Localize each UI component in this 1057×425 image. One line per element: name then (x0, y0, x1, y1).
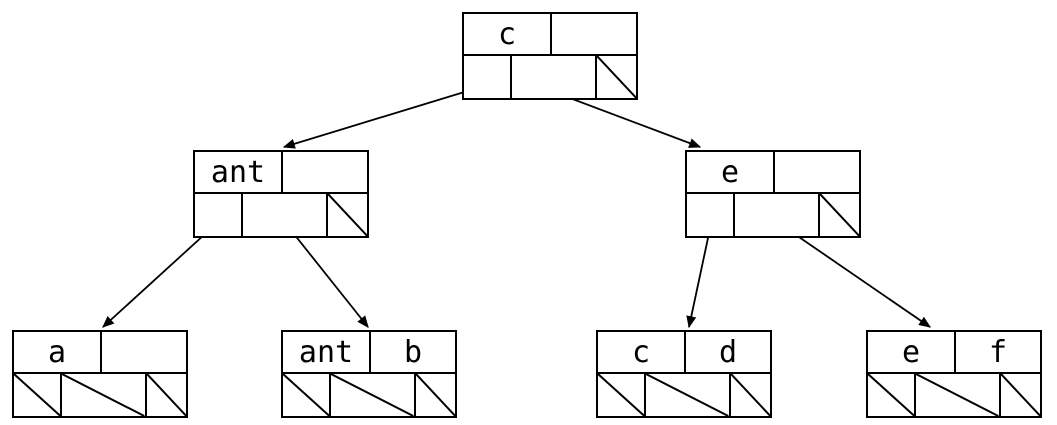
node-leaf3-key-1: c (631, 334, 651, 370)
node-leaf4-pointer-2 (914, 374, 998, 416)
nil-slash-icon (731, 374, 770, 416)
node-leaf1-key-2 (100, 332, 186, 372)
node-leaf1: a (12, 330, 188, 418)
node-right-pointer-3 (817, 194, 859, 236)
nil-slash-icon (416, 374, 455, 416)
nil-slash-icon (868, 374, 914, 416)
node-leaf2-pointer-1 (283, 374, 329, 416)
node-leaf1-pointer-2 (60, 374, 144, 416)
nil-slash-icon (62, 374, 144, 416)
node-root-pointer-3 (594, 56, 636, 98)
nil-slash-icon (597, 56, 636, 98)
node-leaf1-key-1: a (47, 334, 67, 370)
node-leaf2-pointer-2 (329, 374, 413, 416)
node-left-pointer-1 (195, 194, 241, 236)
node-leaf2-key-1: ant (298, 334, 354, 370)
node-leaf3-pointer-1 (598, 374, 644, 416)
node-left-key-2 (281, 152, 367, 192)
node-right-key-1: e (720, 154, 740, 190)
node-leaf1-pointer-3 (144, 374, 186, 416)
node-left-key-1: ant (210, 154, 266, 190)
node-left: ant (193, 150, 369, 238)
node-root-key-1: c (497, 16, 517, 52)
node-right-pointer-2 (733, 194, 817, 236)
node-leaf3-pointer-2 (644, 374, 728, 416)
nil-slash-icon (916, 374, 998, 416)
nil-slash-icon (646, 374, 728, 416)
node-leaf3: c d (596, 330, 772, 418)
edge-left-to-leaf1 (102, 223, 217, 328)
nil-slash-icon (331, 374, 413, 416)
edge-left-to-leaf2 (285, 223, 369, 328)
node-right: e (685, 150, 861, 238)
node-leaf3-pointer-3 (728, 374, 770, 416)
node-leaf2-pointer-3 (413, 374, 455, 416)
node-root: c (462, 12, 638, 100)
node-left-pointer-2 (241, 194, 325, 236)
node-root-pointer-1 (464, 56, 510, 98)
node-root-key-2 (550, 14, 636, 54)
node-root-pointer-2 (510, 56, 594, 98)
nil-slash-icon (14, 374, 60, 416)
node-leaf4-pointer-3 (998, 374, 1040, 416)
node-leaf4-key-2: f (954, 332, 1040, 372)
edge-root-to-left (282, 85, 485, 149)
nil-slash-icon (820, 194, 859, 236)
node-right-pointer-1 (687, 194, 733, 236)
nil-slash-icon (328, 194, 367, 236)
node-leaf2-key-2: b (369, 332, 455, 372)
nil-slash-icon (1001, 374, 1040, 416)
nil-slash-icon (598, 374, 644, 416)
edge-right-to-leaf3 (686, 223, 712, 329)
node-leaf1-pointer-1 (14, 374, 60, 416)
node-leaf4-key-1: e (901, 334, 921, 370)
node-leaf4: e f (866, 330, 1042, 418)
nil-slash-icon (283, 374, 329, 416)
node-right-key-2 (773, 152, 859, 192)
edge-right-to-leaf4 (779, 223, 931, 328)
nil-slash-icon (147, 374, 186, 416)
node-leaf2: ant b (281, 330, 457, 418)
node-leaf4-pointer-1 (868, 374, 914, 416)
node-left-pointer-3 (325, 194, 367, 236)
node-leaf3-key-2: d (684, 332, 770, 372)
